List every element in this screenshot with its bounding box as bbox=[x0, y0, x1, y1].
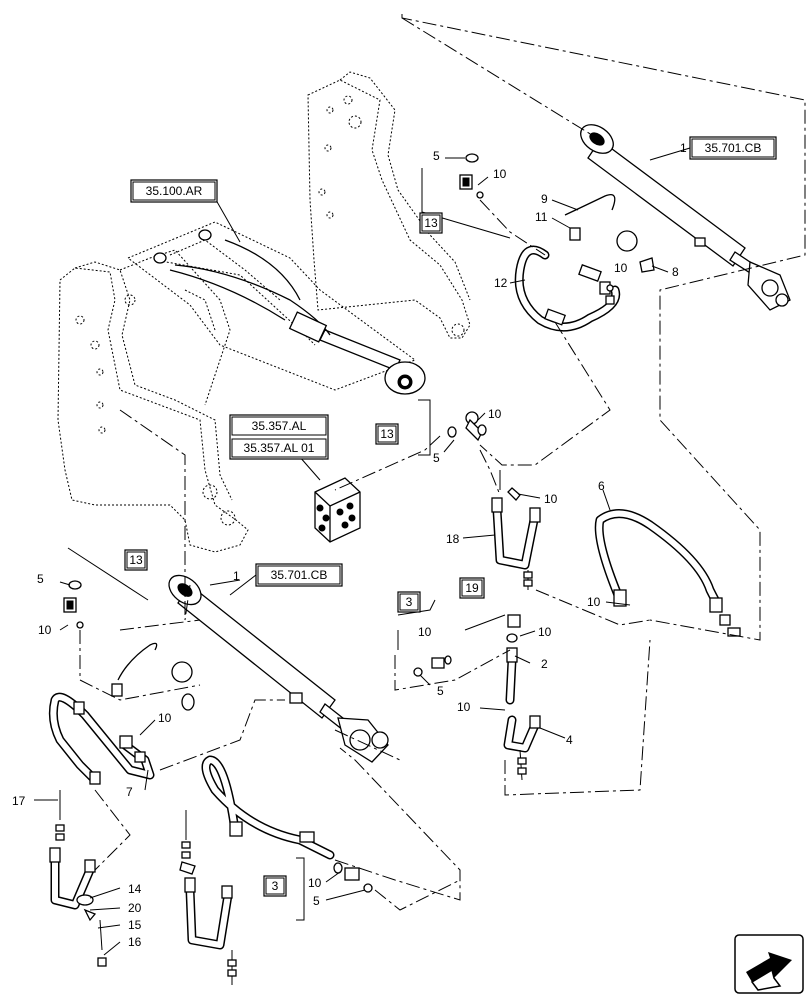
part-label-17: 17 bbox=[12, 794, 26, 808]
part-label-10: 10 bbox=[544, 492, 558, 506]
part-label-1: 1 bbox=[680, 141, 687, 155]
page-navigation-arrow-icon[interactable] bbox=[734, 934, 804, 994]
part-labels: 1 5 10 9 11 12 10 8 10 5 10 6 18 5 1 10 … bbox=[12, 141, 687, 949]
hose-7 bbox=[48, 580, 195, 785]
part-label-5: 5 bbox=[37, 572, 44, 586]
part-label-5: 5 bbox=[433, 451, 440, 465]
part-label-9: 9 bbox=[541, 192, 548, 206]
reference-label: 35.357.AL 01 bbox=[244, 441, 315, 455]
group-box-19[interactable]: 19 bbox=[459, 577, 485, 599]
part-label-11: 11 bbox=[535, 210, 548, 224]
valve-fittings bbox=[447, 411, 487, 442]
part-label-10: 10 bbox=[587, 595, 601, 609]
reference-box-35-701-cb-top[interactable]: 35.701.CB bbox=[689, 136, 777, 160]
part-label-10: 10 bbox=[457, 700, 471, 714]
group-box-13-top[interactable]: 13 bbox=[419, 212, 443, 234]
part-label-1: 1 bbox=[233, 569, 240, 583]
control-valve-block bbox=[314, 477, 361, 543]
reference-box-35-357-al[interactable]: 35.357.AL 35.357.AL 01 bbox=[229, 414, 329, 460]
tube-2-4 bbox=[413, 614, 541, 781]
guide-lines bbox=[79, 14, 806, 911]
group-box-13-left[interactable]: 13 bbox=[124, 549, 148, 571]
group-number: 13 bbox=[424, 216, 438, 230]
part-label-6: 6 bbox=[598, 479, 605, 493]
part-label-15: 15 bbox=[128, 918, 142, 932]
part-label-14: 14 bbox=[128, 882, 142, 896]
reference-box-35-701-cb-bottom[interactable]: 35.701.CB bbox=[255, 563, 343, 587]
hydraulic-cylinder-top bbox=[580, 124, 791, 311]
reference-label: 35.100.AR bbox=[146, 184, 203, 198]
part-label-16: 16 bbox=[128, 935, 142, 949]
group-number: 3 bbox=[406, 595, 413, 609]
part-label-20: 20 bbox=[128, 901, 142, 915]
group-box-3-bottom[interactable]: 3 bbox=[263, 875, 287, 897]
reference-label: 35.701.CB bbox=[271, 568, 328, 582]
hose-12 bbox=[514, 245, 621, 332]
group-number: 19 bbox=[465, 581, 479, 595]
leader-lines bbox=[34, 147, 691, 956]
group-number: 3 bbox=[272, 879, 279, 893]
loader-arm-left bbox=[57, 249, 249, 553]
part-label-7: 7 bbox=[126, 785, 133, 799]
part-label-2: 2 bbox=[541, 657, 548, 671]
part-label-8: 8 bbox=[672, 265, 679, 279]
part-label-10: 10 bbox=[614, 261, 628, 275]
part-label-12: 12 bbox=[494, 276, 508, 290]
part-label-10: 10 bbox=[158, 711, 172, 725]
part-label-10: 10 bbox=[488, 407, 502, 421]
part-label-10: 10 bbox=[538, 625, 552, 639]
reference-label: 35.357.AL bbox=[252, 419, 307, 433]
group-number: 13 bbox=[129, 553, 143, 567]
group-number: 13 bbox=[380, 427, 394, 441]
loader-arm-right bbox=[307, 71, 471, 339]
part-label-10: 10 bbox=[308, 876, 322, 890]
lift-cylinder-subassembly bbox=[127, 221, 426, 395]
part-label-10: 10 bbox=[493, 167, 507, 181]
group-box-3-mid[interactable]: 3 bbox=[397, 591, 421, 613]
part-label-5: 5 bbox=[437, 684, 444, 698]
group-brackets bbox=[67, 168, 511, 921]
tube-18 bbox=[491, 470, 541, 590]
top-fittings bbox=[459, 153, 655, 292]
hose-lower-center bbox=[179, 755, 373, 985]
reference-box-35-100-ar[interactable]: 35.100.AR bbox=[130, 179, 218, 203]
part-label-10: 10 bbox=[38, 623, 52, 637]
part-label-10: 10 bbox=[418, 625, 432, 639]
hydraulic-cylinder-bottom bbox=[168, 574, 389, 763]
part-label-5: 5 bbox=[313, 894, 320, 908]
tube-lower-left bbox=[49, 790, 107, 967]
part-label-4: 4 bbox=[566, 733, 573, 747]
group-box-13-mid[interactable]: 13 bbox=[375, 423, 399, 445]
part-label-5: 5 bbox=[433, 149, 440, 163]
part-label-18: 18 bbox=[446, 532, 460, 546]
hose-6 bbox=[594, 509, 741, 637]
reference-label: 35.701.CB bbox=[705, 141, 762, 155]
